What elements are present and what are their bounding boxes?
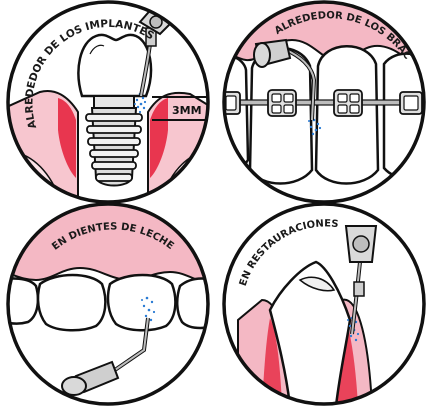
panel-baby-teeth: EN DIENTES DE LECHE [0, 202, 220, 406]
implant-abutment [94, 96, 134, 108]
archwire [216, 100, 430, 105]
implant-crown [78, 35, 150, 96]
panel-restorations: EN RESTAURACIONES [216, 202, 430, 406]
upper-gum [0, 202, 216, 286]
depth-label: 3MM [172, 104, 202, 117]
panel-implants: 3MM ALREDEDOR DE LOS IMPLANTES [0, 0, 216, 204]
